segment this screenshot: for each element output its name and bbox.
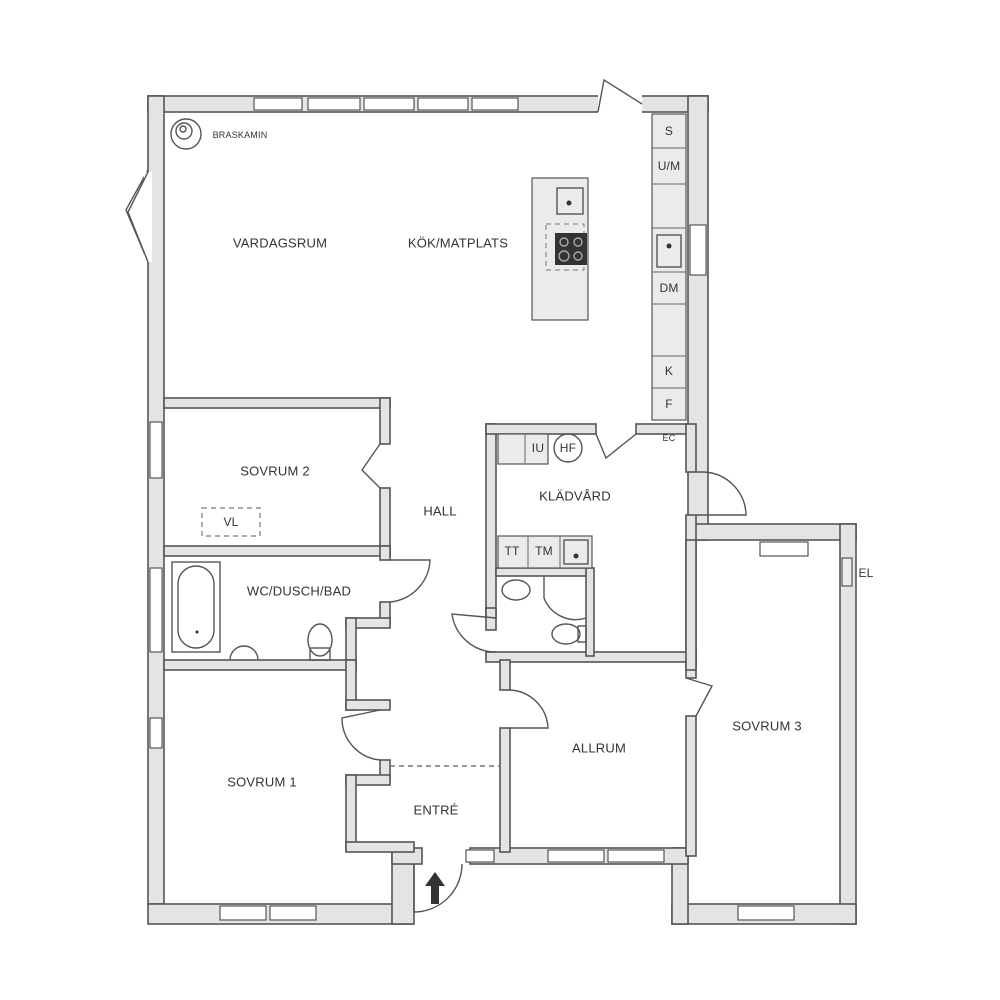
fireplace-icon xyxy=(170,118,202,150)
fixture-label-tt: TT xyxy=(504,544,520,558)
room-label-wc: WC/DUSCH/BAD xyxy=(246,583,352,599)
laundry-fittings xyxy=(497,433,593,645)
fixture-label-hf: HF xyxy=(559,441,577,455)
fixture-label-el: EL xyxy=(858,566,874,580)
kitchen-counter xyxy=(531,113,687,421)
fixture-label-f: F xyxy=(665,397,673,411)
fixture-label-s: S xyxy=(664,124,674,138)
room-label-kok: KÖK/MATPLATS xyxy=(407,235,509,251)
fixture-label-tm: TM xyxy=(535,544,553,558)
room-label-entre: ENTRÉ xyxy=(413,802,459,818)
room-label-sovrum3: SOVRUM 3 xyxy=(732,718,802,734)
room-label-kladvard: KLÄDVÅRD xyxy=(539,488,611,504)
fixture-label-iu: IU xyxy=(531,441,545,455)
doors xyxy=(341,433,747,913)
fixture-label-k: K xyxy=(664,364,674,378)
balcony-door-left xyxy=(125,169,152,263)
room-label-sovrum1: SOVRUM 1 xyxy=(227,774,297,790)
fixture-label-braskamin: BRASKAMIN xyxy=(212,130,268,140)
room-label-hall: HALL xyxy=(423,503,457,519)
windows xyxy=(149,97,809,921)
interior-walls xyxy=(163,397,697,857)
kitchen-door-top xyxy=(597,78,643,114)
room-label-sovrum2: SOVRUM 2 xyxy=(240,463,310,479)
fixture-label-um: U/M xyxy=(657,159,681,173)
room-label-allrum: ALLRUM xyxy=(572,740,626,756)
fixture-label-ec: EC xyxy=(662,433,676,443)
fixture-label-dm: DM xyxy=(659,281,679,295)
entrance-arrow-icon xyxy=(425,872,445,904)
fixture-label-vl: VL xyxy=(223,515,239,529)
room-label-vardagsrum: VARDAGSRUM xyxy=(232,235,328,251)
electrical-cabinet xyxy=(841,557,853,587)
bathroom-fittings xyxy=(171,507,333,661)
